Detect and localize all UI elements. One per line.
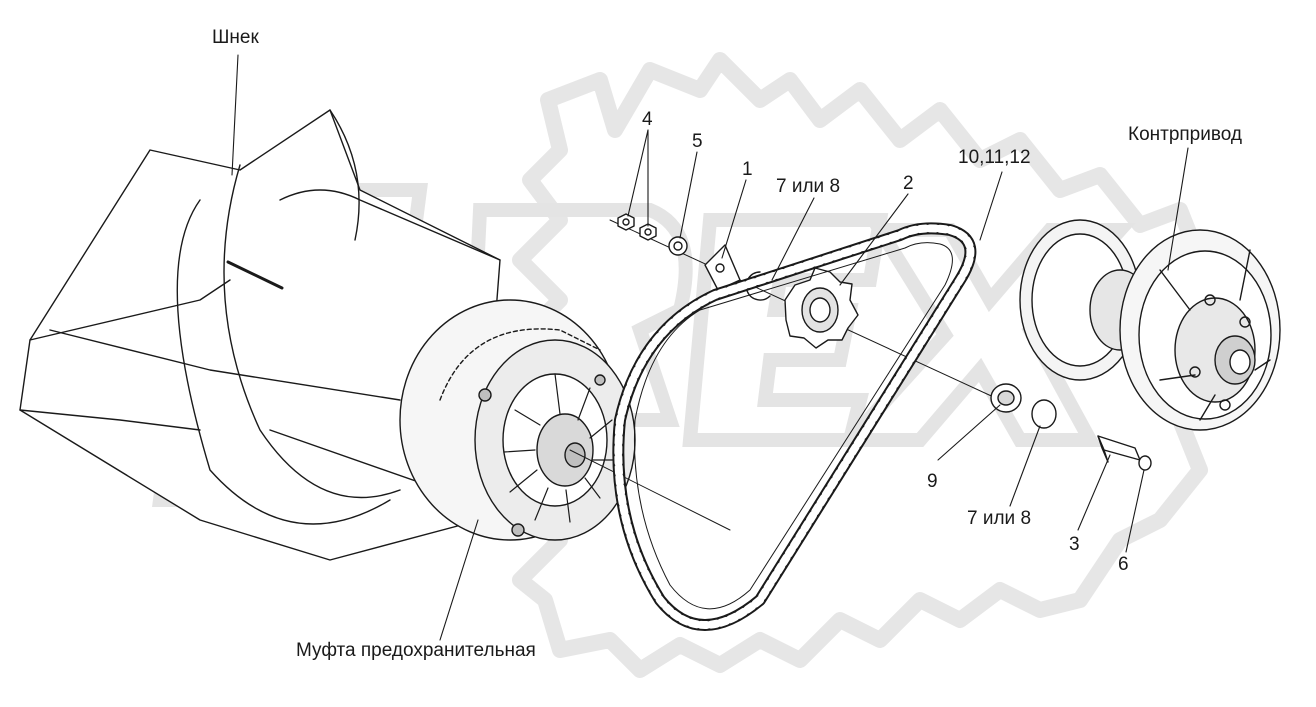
main-axis-line	[569, 449, 731, 531]
safety-clutch	[399, 299, 636, 541]
label-part-7-or-8-top: 7 или 8	[776, 176, 841, 197]
clutch-spokes	[503, 373, 616, 523]
bearing-part-9	[990, 383, 1022, 413]
label-part-9: 9	[927, 471, 938, 492]
auger-body	[19, 109, 501, 561]
label-part-10-11-12: 10,11,12	[958, 147, 1031, 168]
leader-lines	[231, 54, 1189, 641]
circlip-top	[745, 271, 771, 301]
sprocket-part-2	[784, 267, 859, 349]
label-auger: Шнек	[212, 27, 259, 48]
label-part-7-or-8-bottom: 7 или 8	[967, 508, 1032, 529]
label-safety-clutch: Муфта предохранительная	[296, 640, 536, 661]
circlip-bottom	[1031, 399, 1057, 429]
label-part-5: 5	[692, 131, 703, 152]
label-part-6: 6	[1118, 554, 1129, 575]
drive-chain	[612, 222, 977, 631]
label-part-3: 3	[1069, 534, 1080, 555]
washer-part-6	[1138, 455, 1152, 471]
label-part-1: 1	[742, 159, 753, 180]
label-counter-drive: Контрпривод	[1128, 124, 1242, 145]
counter-drive	[1019, 219, 1281, 431]
bolt-part-3	[1097, 435, 1141, 463]
label-part-4: 4	[642, 109, 653, 130]
label-part-2: 2	[903, 173, 914, 194]
plate-part-1	[704, 244, 741, 291]
nuts-part-4	[617, 213, 657, 241]
washer-part-5	[668, 236, 688, 256]
